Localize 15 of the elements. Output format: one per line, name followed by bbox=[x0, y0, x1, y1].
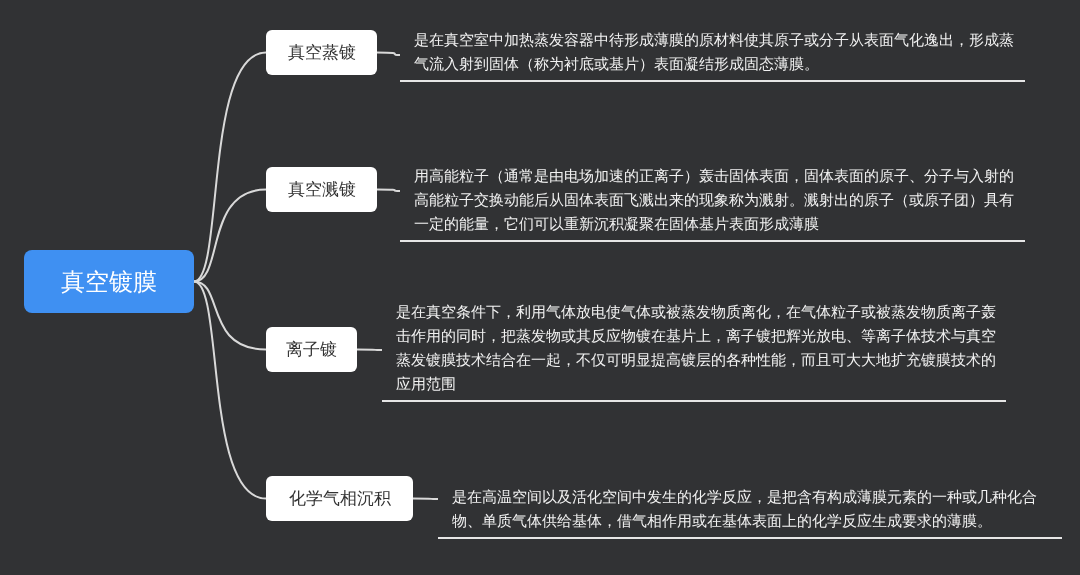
connector-line bbox=[412, 497, 439, 500]
connector-line bbox=[193, 188, 267, 283]
connector-line bbox=[193, 280, 267, 500]
connector-line bbox=[356, 348, 383, 351]
topic-box: 真空溅镀 bbox=[266, 167, 377, 212]
description-text: 是在高温空间以及活化空间中发生的化学反应，是把含有构成薄膜元素的一种或几种化合物、单质气体供给基体，借气相作用或在基体表面上的化学反应生成要求的薄膜。 bbox=[452, 487, 1038, 532]
description-text: 是在真空条件下，利用气体放电使气体或被蒸发物质离化，在气体粒子或被蒸发物质离子轰击作用的同时，把蒸发物或其反应物镀在基片上，离子镀把辉光放电、等离子体技术与真空蒸发镀膜技术结合在一起，不仅可明显提高镀层的各种性能，而且可大大地扩充镀膜技术的应用范围 bbox=[396, 302, 997, 395]
description-text: 用高能粒子（通常是由电场加速的正离子）轰击固体表面，固体表面的原子、分子与入射的高能粒子交换动能后从固体表面飞溅出来的现象称为溅射。溅射出的原子（或原子团）具有一定的能量，它们可以重新沉积凝聚在固体基片表面形成薄膜 bbox=[414, 166, 1015, 235]
connector-line bbox=[376, 51, 401, 56]
connector-line bbox=[376, 188, 401, 192]
central-topic-box: 真空镀膜 bbox=[24, 250, 194, 313]
topic-box: 化学气相沉积 bbox=[266, 476, 413, 521]
topic-box: 真空蒸镀 bbox=[266, 30, 377, 75]
topic-box: 离子镀 bbox=[266, 327, 357, 372]
description-text: 是在真空室中加热蒸发容器中待形成薄膜的原材料使其原子或分子从表面气化逸出，形成蒸气流入射到固体（称为衬底或基片）表面凝结形成固态薄膜。 bbox=[414, 30, 1015, 75]
